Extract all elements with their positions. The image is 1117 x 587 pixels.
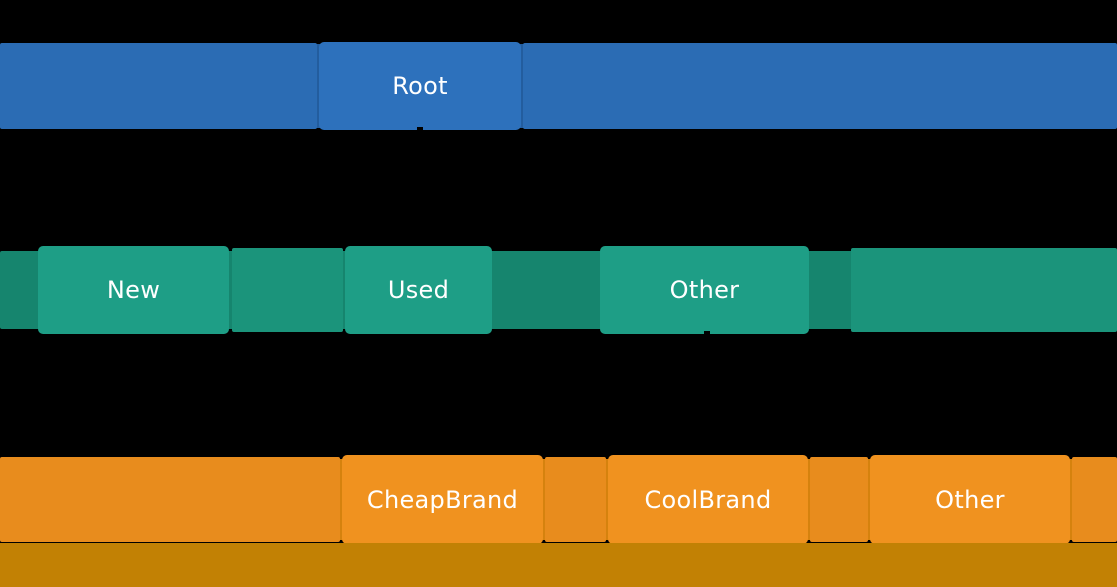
node-used[interactable]: Used — [345, 246, 492, 334]
node-coolbrand-label: CoolBrand — [644, 485, 772, 514]
node-other-depth1-label: Other — [669, 276, 740, 304]
node-new[interactable]: New — [38, 246, 229, 334]
depth0-segment-left[interactable] — [0, 43, 317, 129]
node-coolbrand[interactable]: CoolBrand — [608, 455, 808, 544]
node-other-depth2-label: Other — [935, 485, 1005, 514]
node-root[interactable]: Root — [319, 42, 521, 130]
depth2-segment-right[interactable] — [1072, 457, 1117, 542]
node-cheapbrand[interactable]: CheapBrand — [342, 455, 543, 544]
depth2-segment-left[interactable] — [0, 457, 340, 542]
depth2-segment-mid1[interactable] — [545, 457, 606, 542]
node-other-depth2[interactable]: Other — [870, 455, 1070, 544]
node-new-label: New — [106, 276, 161, 304]
depth1-segment-right[interactable] — [851, 248, 1117, 332]
node-cheapbrand-label: CheapBrand — [366, 485, 519, 514]
node-used-label: Used — [387, 276, 450, 304]
connector-stub-root — [417, 127, 423, 130]
connector-stub-other — [704, 331, 710, 334]
depth3-truncated-row[interactable] — [0, 543, 1117, 587]
node-root-label: Root — [392, 72, 448, 100]
depth2-segment-mid2[interactable] — [810, 457, 868, 542]
depth0-segment-right[interactable] — [523, 43, 1117, 129]
depth1-segment-mid[interactable] — [232, 248, 343, 332]
node-other-depth1[interactable]: Other — [600, 246, 809, 334]
